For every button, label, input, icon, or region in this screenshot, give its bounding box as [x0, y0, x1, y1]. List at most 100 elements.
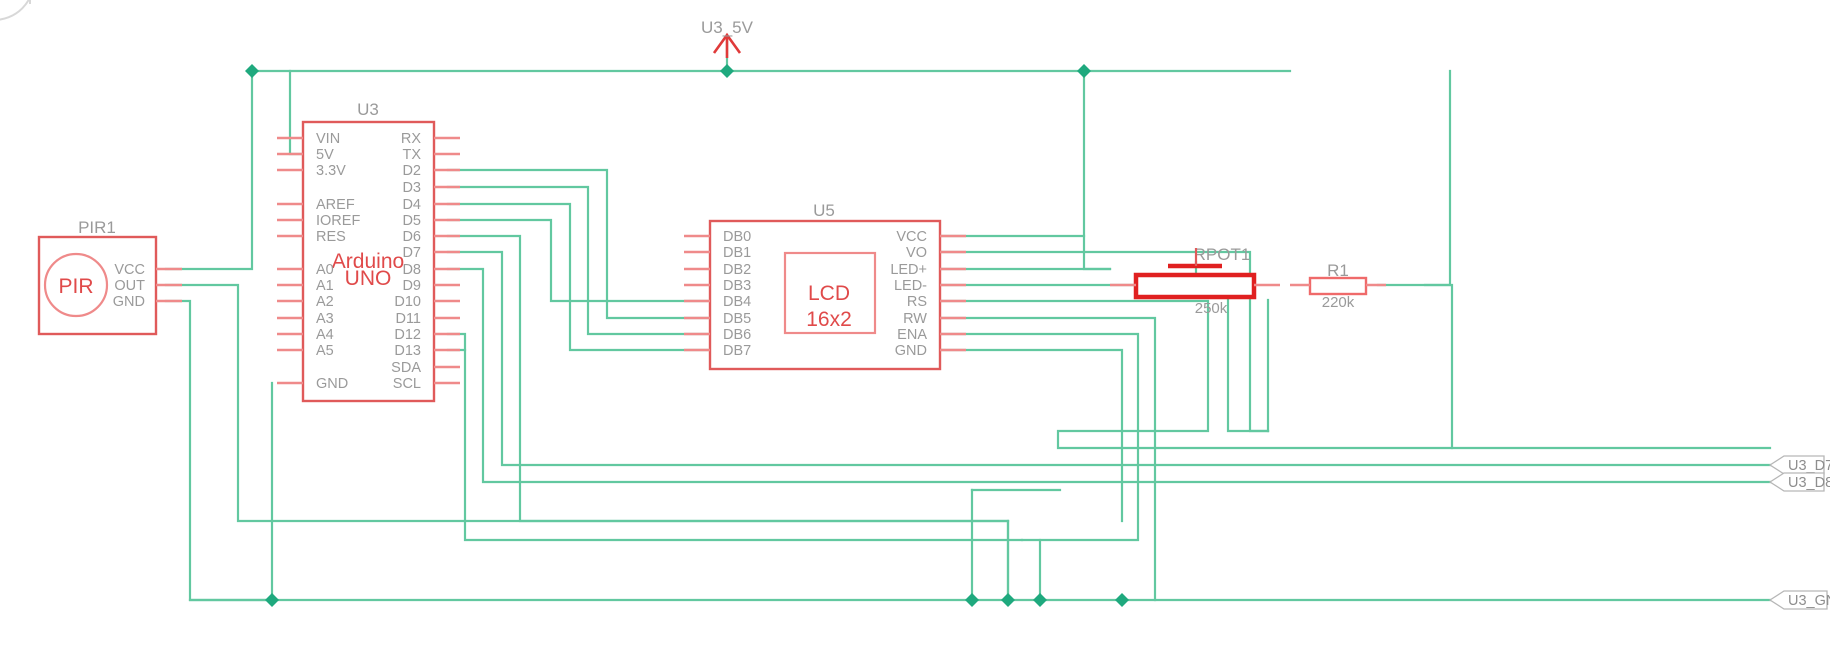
u3-part-name-line2: UNO — [345, 267, 392, 290]
rpot1-body — [1133, 272, 1257, 300]
u5-right-label-1: VO — [906, 245, 927, 261]
power-flag-u3-5v[interactable]: U3_5V — [701, 18, 754, 58]
component-r1[interactable]: R1 220k — [1290, 261, 1386, 311]
wire-u3-d3-to-lcd-db6 — [446, 185, 709, 336]
junction-dot — [1115, 593, 1129, 607]
u5-right-label-7: GND — [895, 343, 927, 359]
pir1-pin-label-gnd: GND — [113, 294, 145, 310]
u3-left-label-2: 3.3V — [316, 163, 346, 179]
u5-right-label-4: RS — [907, 294, 927, 310]
u3-right-label-9: D9 — [402, 278, 421, 294]
r1-ref-label: R1 — [1327, 261, 1349, 280]
u3-right-label-14: SDA — [391, 360, 421, 376]
r1-body — [1308, 276, 1368, 296]
u3-right-label-1: TX — [402, 147, 421, 163]
wire-u3-d6-route — [446, 234, 1010, 523]
u3-left-label-10: A2 — [316, 294, 334, 310]
rpot1-ref-label: RPOT1 — [1194, 245, 1251, 264]
u5-part-name-line2: 16x2 — [806, 308, 852, 331]
u5-left-label-4: DB4 — [723, 294, 751, 310]
u3-body — [301, 120, 436, 403]
component-u5-lcd[interactable]: U5 LCD 16x2 DB0 DB1 DB2 DB3 DB4 DB5 DB6 … — [684, 201, 966, 371]
u3-left-label-15: GND — [316, 376, 348, 392]
u3-left-label-5: IOREF — [316, 213, 360, 229]
wire-u3-d7-to-label — [446, 250, 1772, 467]
wire-u3-d8-to-label — [446, 267, 1772, 484]
u5-left-label-0: DB0 — [723, 229, 751, 245]
u3-right-pins — [434, 136, 460, 385]
corner-artifact-icon — [0, 0, 31, 21]
u3-left-label-9: A1 — [316, 278, 334, 294]
net-flag-shape-icon — [1768, 472, 1825, 492]
u5-right-label-6: ENA — [897, 327, 927, 343]
junction-dot — [1077, 64, 1091, 78]
u5-ref-label: U5 — [813, 201, 835, 220]
pir1-pin-label-out: OUT — [114, 278, 145, 294]
wire-u3-d2-to-lcd-db5 — [446, 168, 709, 320]
net-label-u3-d7[interactable]: U3_D7 — [1768, 455, 1830, 475]
u5-display-icon — [783, 251, 877, 335]
u3-part-name-line1: Arduino — [332, 250, 404, 273]
u3-left-label-12: A4 — [316, 327, 334, 343]
junction-dot — [245, 64, 259, 78]
wire-5v-to-lcd-ledplus — [1082, 69, 1112, 271]
pir1-pin-label-vcc: VCC — [114, 262, 145, 278]
u5-left-label-3: DB3 — [723, 278, 751, 294]
u5-right-label-2: LED+ — [890, 262, 927, 278]
u3-right-label-11: D11 — [395, 311, 421, 327]
junction-dot — [1033, 593, 1047, 607]
wire-lcd-rw-to-gnd — [938, 316, 1157, 602]
u3-right-label-7: D7 — [402, 245, 421, 261]
u5-right-label-5: RW — [903, 311, 927, 327]
wire-lcd-rs — [938, 299, 1772, 450]
rpot1-value-label: 250k — [1195, 300, 1228, 317]
u5-right-label-3: LED- — [894, 278, 927, 294]
u5-right-pins — [940, 234, 966, 352]
pir1-graphic-label: PIR — [58, 275, 93, 298]
u3-right-label-6: D6 — [402, 229, 421, 245]
u3-right-label-13: D13 — [394, 343, 421, 359]
wire-lcd-ledminus — [938, 283, 1270, 433]
u3-left-label-6: RES — [316, 229, 346, 245]
junction-dot — [265, 593, 279, 607]
pir1-body — [37, 235, 158, 336]
wire-5v-to-u3-5v — [288, 69, 305, 156]
u3-left-label-13: A5 — [316, 343, 334, 359]
wire-r1-to-net — [1376, 283, 1454, 450]
wire-lcd-gnd — [938, 348, 1124, 523]
junction-dot — [965, 593, 979, 607]
net-label-text-u3-d8: U3_D8 — [1788, 475, 1830, 491]
u3-right-label-0: RX — [401, 131, 421, 147]
wire-pir-vcc-to-5v — [164, 69, 254, 271]
net-flag-shape-icon — [1768, 455, 1825, 475]
u5-part-name-line1: LCD — [808, 282, 850, 305]
u5-left-pins — [684, 234, 710, 352]
junction-dots — [245, 64, 1129, 607]
wire-u3-d4-to-lcd-db7 — [446, 202, 709, 352]
u3-right-label-2: D2 — [402, 163, 421, 179]
u3-right-label-15: SCL — [393, 376, 421, 392]
component-rpot1[interactable]: RPOT1 250k — [1110, 245, 1280, 317]
wire-network — [164, 38, 1772, 602]
net-label-text-u3-gnd: U3_GND — [1788, 593, 1830, 609]
u3-ref-label: U3 — [357, 100, 379, 119]
u3-left-label-11: A3 — [316, 311, 334, 327]
net-label-u3-gnd[interactable]: U3_GND — [1768, 590, 1830, 610]
wire-5v-to-pot-right — [1423, 69, 1452, 287]
power-net-label: U3_5V — [701, 18, 754, 37]
u3-right-label-12: D12 — [394, 327, 421, 343]
u3-right-label-8: D8 — [402, 262, 421, 278]
u3-left-pins — [277, 136, 303, 385]
u3-right-label-5: D5 — [402, 213, 421, 229]
u3-right-label-3: D3 — [402, 180, 421, 196]
component-pir1[interactable]: PIR1 PIR VCC OUT GND — [37, 218, 182, 336]
u5-left-label-1: DB1 — [723, 245, 751, 261]
wire-u3-d5-to-lcd-db4 — [446, 218, 709, 303]
u3-left-label-8: A0 — [316, 262, 334, 278]
u3-left-label-0: VIN — [316, 131, 340, 147]
net-label-u3-d8[interactable]: U3_D8 — [1768, 472, 1830, 492]
u3-left-label-1: 5V — [316, 147, 334, 163]
component-u3-arduino[interactable]: U3 Arduino UNO VIN 5V 3.3V AREF IOREF RE… — [277, 100, 460, 403]
